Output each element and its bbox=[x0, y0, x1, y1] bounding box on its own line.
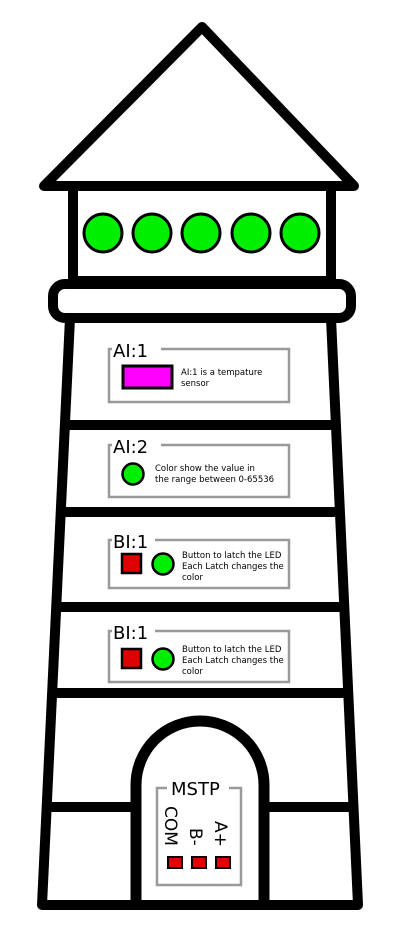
latch-button-b[interactable] bbox=[120, 647, 143, 670]
mstp-frame bbox=[155, 786, 243, 887]
panel-bi1-b-desc-line3: color bbox=[182, 667, 203, 677]
panel-ai1: AI:1 AI:1 is a tempature sensor bbox=[107, 341, 291, 404]
panel-ai2-desc-line1: Color show the value in bbox=[155, 464, 255, 474]
panel-bi1-a-desc-line1: Button to latch the LED bbox=[182, 551, 282, 561]
lantern-led-1 bbox=[82, 212, 124, 254]
magenta-indicator bbox=[121, 364, 174, 390]
panel-bi1-b: BI:1 Button to latch the LED Each Latch … bbox=[107, 623, 291, 684]
panel-ai1-desc-line1: AI:1 is a tempature bbox=[181, 368, 262, 378]
terminal-b[interactable] bbox=[191, 856, 207, 869]
lantern-led-5 bbox=[279, 212, 321, 254]
panel-bi1-a-desc-line3: color bbox=[182, 573, 203, 583]
pin-label-b: B- bbox=[185, 828, 205, 846]
panel-bi1-b-frame bbox=[107, 629, 291, 684]
latch-led-a bbox=[151, 552, 175, 576]
terminal-com[interactable] bbox=[167, 856, 183, 869]
gallery-balcony bbox=[48, 279, 356, 323]
panel-ai1-desc-line2: sensor bbox=[181, 379, 210, 389]
panel-ai2-desc-line2: the range between 0-65536 bbox=[155, 475, 274, 485]
panel-bi1-a-frame bbox=[107, 538, 291, 590]
panel-ai1-title: AI:1 bbox=[113, 341, 148, 362]
panel-bi1-b-desc-line1: Button to latch the LED bbox=[182, 645, 282, 655]
panel-bi1-a-desc-line2: Each Latch changes the bbox=[182, 562, 284, 572]
panel-bi1-b-desc-line2: Each Latch changes the bbox=[182, 656, 284, 666]
panel-bi1-a-title: BI:1 bbox=[113, 532, 148, 553]
lighthouse-roof bbox=[39, 22, 359, 191]
mstp-title: MSTP bbox=[171, 779, 220, 800]
panel-bi1-a: BI:1 Button to latch the LED Each Latch … bbox=[107, 532, 291, 590]
panel-ai2-title: AI:2 bbox=[113, 437, 148, 458]
lantern-led-3 bbox=[180, 212, 222, 254]
lighthouse-door bbox=[130, 715, 270, 900]
lantern-leds bbox=[82, 212, 321, 254]
tower-bands bbox=[49, 420, 353, 812]
latch-button-a[interactable] bbox=[120, 552, 143, 575]
panel-ai1-frame bbox=[107, 347, 291, 404]
mstp-connector: MSTP COM B- A+ bbox=[155, 779, 243, 887]
terminal-a[interactable] bbox=[215, 856, 231, 869]
lantern-led-4 bbox=[230, 212, 272, 254]
latch-led-b bbox=[151, 647, 175, 671]
panel-ai2-frame bbox=[107, 443, 291, 499]
panel-ai2: AI:2 Color show the value in the range b… bbox=[107, 437, 291, 499]
lantern-led-2 bbox=[131, 212, 173, 254]
panel-bi1-b-title: BI:1 bbox=[113, 623, 148, 644]
pin-label-a: A+ bbox=[210, 821, 230, 847]
pin-label-com: COM bbox=[160, 806, 180, 846]
ai2-color-led bbox=[121, 462, 145, 486]
